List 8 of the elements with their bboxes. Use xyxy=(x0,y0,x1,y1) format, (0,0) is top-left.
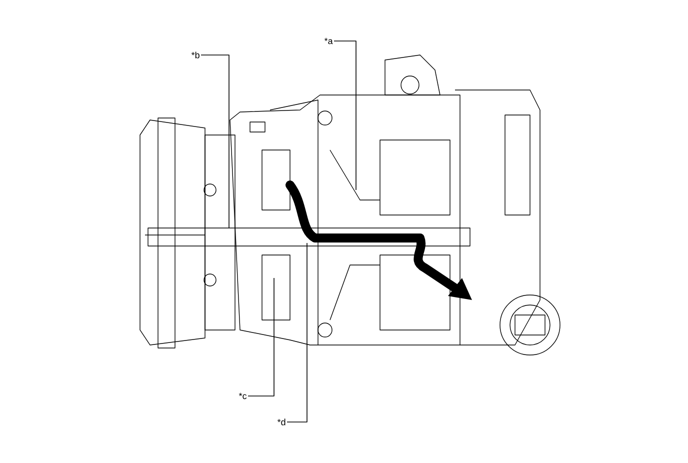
callout-label: *d xyxy=(277,418,286,426)
leader-line xyxy=(248,278,274,396)
leader-line xyxy=(334,40,356,190)
callout-label: *b xyxy=(191,52,200,58)
callout-label: *c xyxy=(238,392,247,400)
callout-label: *a xyxy=(324,38,333,44)
leader-line xyxy=(286,242,308,422)
leader-line xyxy=(200,54,230,228)
